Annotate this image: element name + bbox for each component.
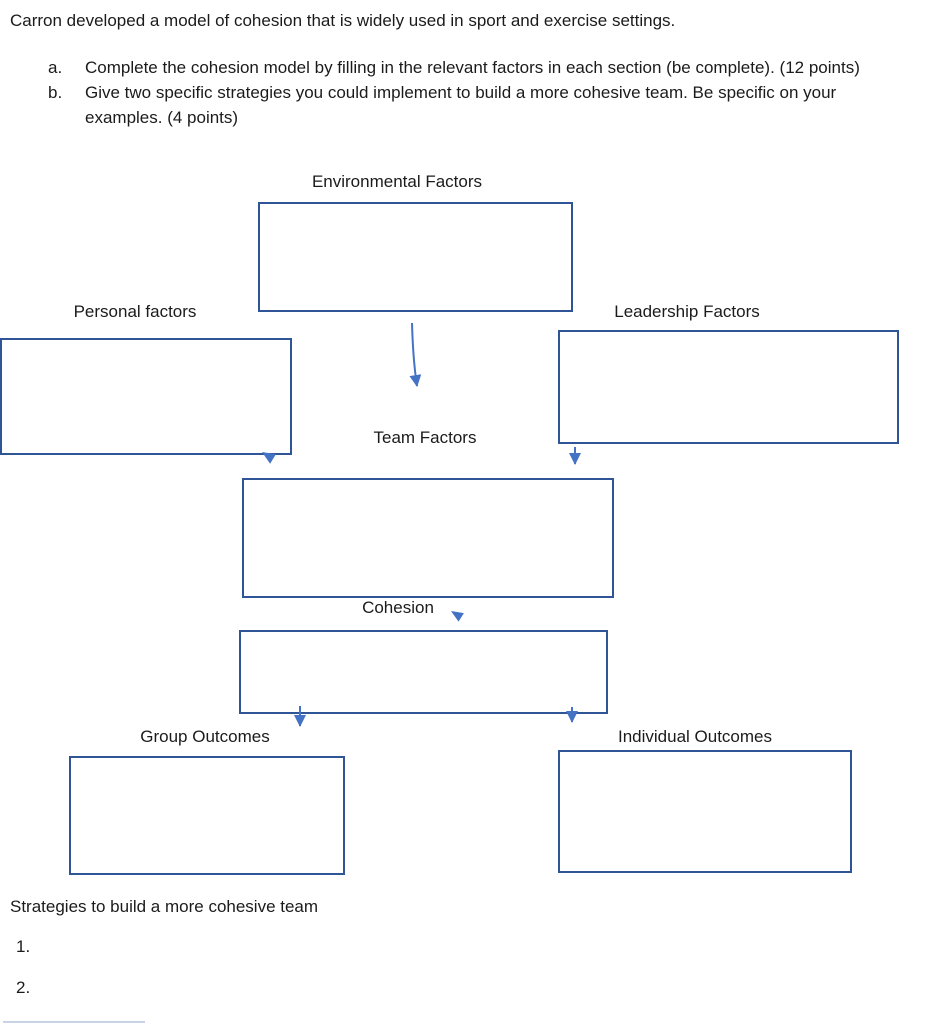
instruction-a-line-1: Complete the cohesion model by filling i…	[85, 58, 860, 77]
personal-factors-box[interactable]	[0, 338, 292, 455]
team-factors-label: Team Factors	[373, 428, 477, 447]
cohesion-label: Cohesion	[362, 598, 434, 617]
question-intro: Carron developed a model of cohesion tha…	[10, 11, 676, 30]
leadership-factors-box[interactable]	[558, 330, 899, 444]
arrow-environmental-to-team	[409, 322, 422, 387]
group-outcomes-label: Group Outcomes	[140, 727, 270, 746]
individual-outcomes-box[interactable]	[558, 750, 852, 873]
instruction-b-line-2: examples. (4 points)	[85, 108, 239, 127]
strategy-marker-2: 2.	[16, 978, 31, 997]
strategy-item-2[interactable]: 2.	[16, 978, 716, 1000]
instruction-text-a: Complete the cohesion model by filling i…	[85, 55, 915, 80]
list-marker-b: b.	[48, 83, 63, 102]
cohesion-box[interactable]	[239, 630, 608, 714]
group-outcomes-box[interactable]	[69, 756, 345, 875]
environmental-factors-label: Environmental Factors	[311, 172, 483, 191]
environmental-factors-box[interactable]	[258, 202, 573, 312]
individual-outcomes-label: Individual Outcomes	[617, 727, 773, 746]
team-factors-box[interactable]	[242, 478, 614, 598]
list-marker-a: a.	[48, 58, 63, 77]
strategies-heading: Strategies to build a more cohesive team	[10, 897, 319, 916]
strategy-marker-1: 1.	[16, 937, 31, 956]
strategy-item-1[interactable]: 1.	[16, 937, 716, 959]
page-edge-line	[3, 1021, 145, 1023]
instruction-b-line-1: Give two specific strategies you could i…	[85, 83, 837, 102]
instruction-text-b: Give two specific strategies you could i…	[85, 80, 915, 130]
personal-factors-label: Personal factors	[73, 302, 197, 321]
leadership-factors-label: Leadership Factors	[614, 302, 760, 321]
